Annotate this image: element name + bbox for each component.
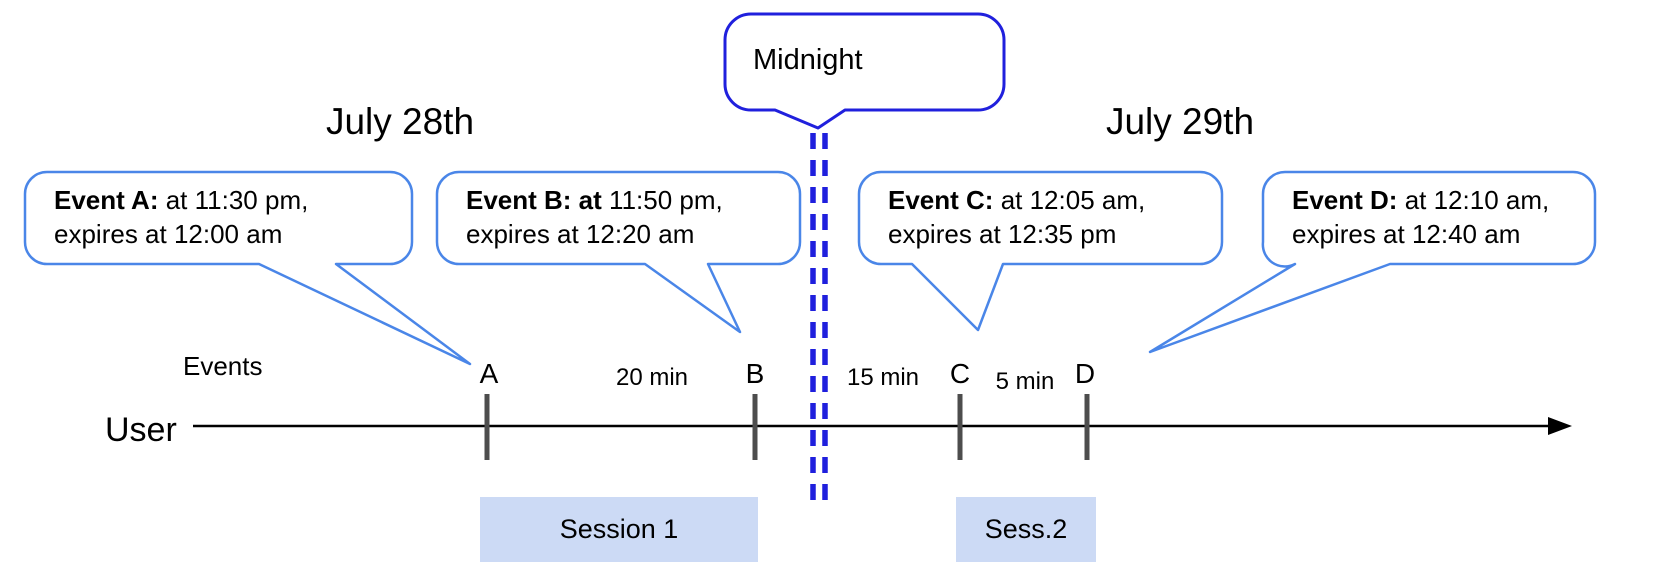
events-label: Events	[183, 351, 263, 381]
tick-label-b: B	[745, 358, 765, 389]
event-d-title: Event D:	[1292, 185, 1398, 215]
midnight-callout-bubble	[723, 12, 1006, 130]
session-1-label: Session 1	[559, 514, 679, 544]
event-d-time: at 12:10 am,	[1397, 185, 1550, 215]
event-a-time: at 11:30 pm,	[158, 185, 309, 215]
interval-5min: 5 min	[995, 368, 1055, 395]
event-c-callout-bubble	[857, 170, 1224, 332]
event-b-title: Event B: at	[466, 185, 602, 215]
tick-label-d: D	[1074, 358, 1096, 389]
tick-label-a: A	[479, 358, 499, 389]
date-july-29: July 29th	[1105, 101, 1255, 142]
event-c-title: Event C:	[888, 185, 994, 215]
tick-label-c: C	[949, 358, 971, 389]
timeline-arrowhead	[1548, 417, 1572, 435]
event-c-line2: expires at 12:35 pm	[888, 219, 1117, 249]
event-b-line2: expires at 12:20 am	[466, 219, 695, 249]
event-c-text: Event C: at 12:05 am, expires at 12:35 p…	[888, 183, 1145, 251]
event-a-title: Event A:	[54, 185, 159, 215]
date-july-28: July 28th	[325, 101, 475, 142]
event-a-line2: expires at 12:00 am	[54, 219, 283, 249]
event-c-line1: Event C: at 12:05 am,	[888, 183, 1145, 217]
event-a-callout-bubble	[23, 170, 472, 366]
session-2-label: Sess.2	[984, 514, 1068, 544]
event-d-line2: expires at 12:40 am	[1292, 219, 1521, 249]
event-b-time: 11:50 pm,	[601, 185, 723, 215]
event-d-text: Event D: at 12:10 am, expires at 12:40 a…	[1292, 183, 1549, 251]
user-label: User	[105, 411, 177, 449]
event-a-text: Event A: at 11:30 pm, expires at 12:00 a…	[54, 183, 308, 251]
event-c-time: at 12:05 am,	[993, 185, 1146, 215]
event-a-line1: Event A: at 11:30 pm,	[54, 183, 308, 217]
interval-15min: 15 min	[846, 364, 920, 391]
event-b-callout-bubble	[435, 170, 802, 334]
session-1-box: Session 1	[480, 497, 758, 562]
event-d-line1: Event D: at 12:10 am,	[1292, 183, 1549, 217]
midnight-label: Midnight	[753, 44, 863, 76]
interval-20min: 20 min	[615, 364, 689, 391]
event-b-line1: Event B: at 11:50 pm,	[466, 183, 723, 217]
session-2-box: Sess.2	[956, 497, 1096, 562]
event-d-callout-bubble	[1148, 170, 1597, 354]
event-b-text: Event B: at 11:50 pm, expires at 12:20 a…	[466, 183, 723, 251]
